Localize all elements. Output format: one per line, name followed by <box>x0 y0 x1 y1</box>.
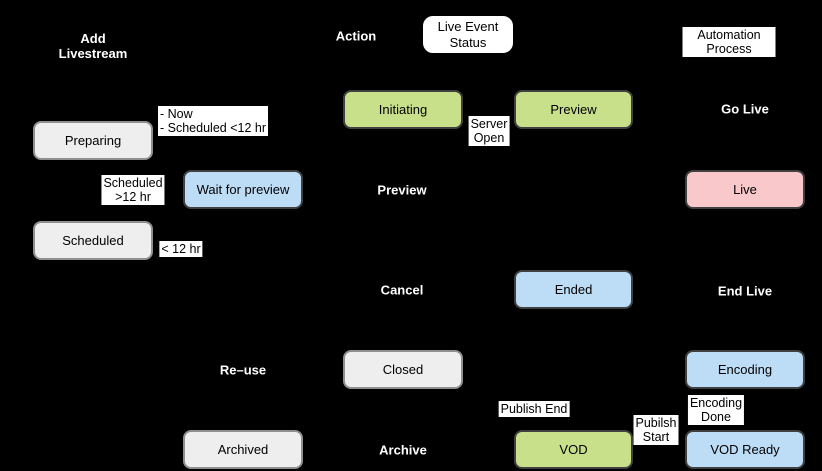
node-vod-ready: VOD Ready <box>685 430 805 469</box>
node-ended: Ended <box>514 270 633 309</box>
heading-cancel: Cancel <box>380 282 424 298</box>
node-live: Live <box>685 170 805 209</box>
note-lt-12hr: < 12 hr <box>159 241 203 257</box>
heading-go-live: Go Live <box>721 101 769 117</box>
node-initiating: Initiating <box>343 90 463 129</box>
note-publish-start: Pubilsh Start <box>633 415 679 445</box>
note-server-open: Server Open <box>468 116 510 146</box>
note-publish-end: Publish End <box>498 401 570 417</box>
heading-end-live: End Live <box>717 283 773 299</box>
note-now-or-scheduled: - Now - Scheduled <12 hr <box>158 106 268 136</box>
note-encoding-done: Encoding Done <box>687 395 745 425</box>
node-encoding: Encoding <box>685 350 805 389</box>
node-live-event-status: Live Event Status <box>423 16 513 53</box>
node-closed: Closed <box>343 350 463 389</box>
heading-archive: Archive <box>379 442 427 458</box>
heading-add-livestream: Add Livestream <box>58 31 128 61</box>
node-preview-state: Preview <box>514 90 633 129</box>
note-automation-process: Automation Process <box>682 27 776 57</box>
node-scheduled: Scheduled <box>33 221 153 260</box>
node-vod: VOD <box>514 430 633 469</box>
heading-re-use: Re–use <box>219 362 267 378</box>
node-wait-for-preview: Wait for preview <box>183 170 303 209</box>
heading-action: Action <box>335 28 377 44</box>
node-archived: Archived <box>183 430 303 469</box>
note-scheduled-gt-12hr: Scheduled >12 hr <box>101 175 165 205</box>
node-preparing: Preparing <box>33 121 153 160</box>
heading-preview: Preview <box>377 182 427 198</box>
